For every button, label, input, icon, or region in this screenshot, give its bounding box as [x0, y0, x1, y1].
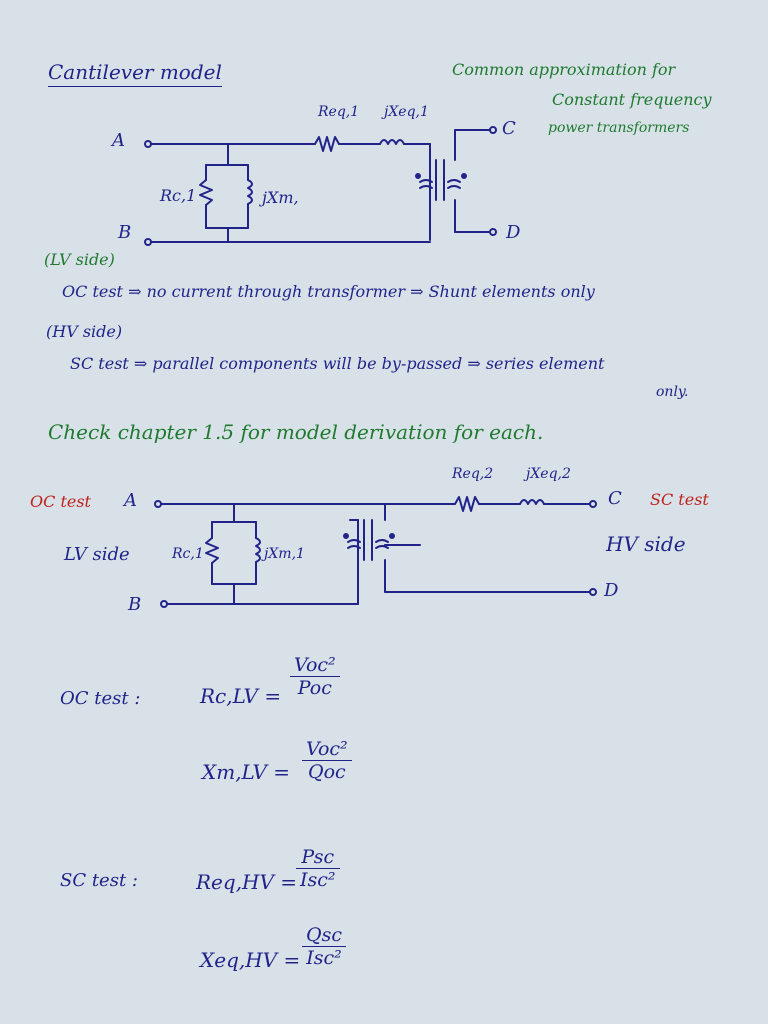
req-formula-lhs: Req,HV = [196, 870, 298, 894]
circuit2-jxeq-label: jXeq,2 [526, 466, 571, 482]
circuit2-terminal-d: D [604, 580, 619, 601]
req-formula-denominator: Isc² [300, 869, 336, 891]
xeq-formula-fraction: Qsc Isc² [302, 924, 346, 969]
page-title: Cantilever model [48, 60, 222, 87]
circuit2-terminal-b: B [128, 594, 142, 615]
xm-formula-lhs: Xm,LV = [202, 760, 291, 784]
note-line-2: Constant frequency [552, 90, 712, 109]
rc-formula-numerator: Voc² [290, 654, 340, 677]
check-chapter-note: Check chapter 1.5 for model derivation f… [48, 420, 544, 444]
circuit1-jxeq-label: jXeq,1 [384, 104, 429, 120]
sc-test-formula-label: SC test : [60, 870, 138, 891]
rc-formula-lhs: Rc,LV = [200, 684, 282, 708]
circuit1-terminal-c: C [502, 118, 516, 139]
note-line-3: power transformers [548, 120, 690, 136]
circuit1-req-label: Req,1 [318, 104, 360, 120]
circuit2-terminal-a: A [124, 490, 137, 511]
xeq-formula-denominator: Isc² [306, 947, 342, 969]
xm-formula-fraction: Voc² Qoc [302, 738, 352, 783]
circuit1-rc-label: Rc,1 [160, 186, 197, 205]
oc-test-line: OC test ⇒ no current through transformer… [62, 282, 595, 301]
rc-formula-fraction: Voc² Poc [290, 654, 340, 699]
circuit1-jxm-label: jXm, [262, 188, 299, 207]
hv-side-tag: HV side [606, 532, 686, 556]
lv-side-label: (LV side) [44, 250, 115, 269]
rc-formula-denominator: Poc [297, 677, 332, 699]
circuit1-terminal-a: A [112, 130, 125, 151]
xeq-formula-numerator: Qsc [302, 924, 346, 947]
lv-side-tag: LV side [64, 544, 130, 565]
circuit1-terminal-d: D [506, 222, 521, 243]
xeq-formula-lhs: Xeq,HV = [200, 948, 301, 972]
sc-test-line: SC test ⇒ parallel components will be by… [70, 354, 605, 373]
circuit2-rc-label: Rc,1 [172, 546, 204, 562]
note-line-1: Common approximation for [452, 60, 676, 79]
circuit2-jxm-label: jXm,1 [264, 546, 305, 562]
req-formula-fraction: Psc Isc² [296, 846, 340, 891]
sc-test-line-cont: only. [656, 384, 689, 400]
hv-side-label: (HV side) [46, 322, 123, 341]
oc-test-tag: OC test [30, 492, 91, 511]
xm-formula-numerator: Voc² [302, 738, 352, 761]
circuit1-terminal-b: B [118, 222, 132, 243]
oc-test-formula-label: OC test : [60, 688, 141, 709]
circuit2-terminal-c: C [608, 488, 622, 509]
req-formula-numerator: Psc [296, 846, 340, 869]
sc-test-tag: SC test [650, 490, 709, 509]
circuit2-req-label: Req,2 [452, 466, 494, 482]
xm-formula-denominator: Qoc [308, 761, 346, 783]
